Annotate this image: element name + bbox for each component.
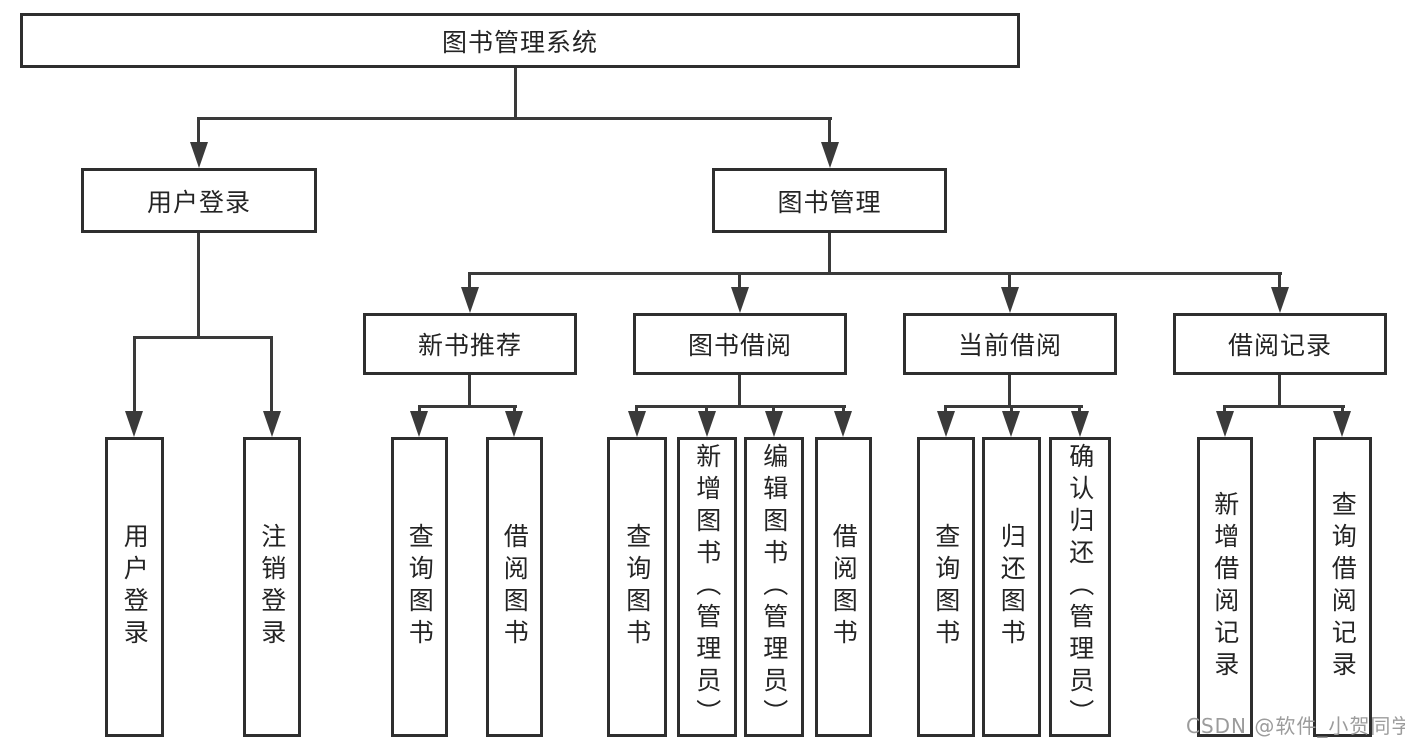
node-label: 借阅记录 xyxy=(1227,331,1332,360)
connector-line xyxy=(1278,375,1281,408)
leaf-borrow-books: 借阅图书 xyxy=(815,437,872,737)
leaf-add-borrow-record: 新增借阅记录 xyxy=(1197,437,1253,737)
arrow-down-icon xyxy=(731,287,749,313)
leaf-logout-login: 注销登录 xyxy=(243,437,301,737)
leaf-label: 归还图书 xyxy=(997,523,1027,651)
leaf-borrow-books-recommend: 借阅图书 xyxy=(486,437,543,737)
connector-line xyxy=(842,405,845,415)
node-label: 当前借阅 xyxy=(957,331,1062,360)
leaf-label: 用户登录 xyxy=(120,523,150,651)
connector-line xyxy=(828,117,831,145)
node-label: 图书借阅 xyxy=(687,331,792,360)
node-book-borrowing: 图书借阅 xyxy=(633,313,847,375)
arrow-down-icon xyxy=(505,411,523,437)
connector-line xyxy=(738,272,741,290)
arrow-down-icon xyxy=(821,142,839,168)
arrow-down-icon xyxy=(834,411,852,437)
arrow-down-icon xyxy=(461,287,479,313)
connector-line xyxy=(468,272,471,290)
connector-line xyxy=(418,405,517,408)
leaf-query-borrow-record: 查询借阅记录 xyxy=(1313,437,1372,737)
connector-line xyxy=(1278,272,1281,290)
connector-line xyxy=(772,405,775,415)
leaf-confirm-return-admin: 确认归还（管理员） xyxy=(1049,437,1111,737)
arrow-down-icon xyxy=(1002,411,1020,437)
arrow-down-icon xyxy=(190,142,208,168)
arrow-down-icon xyxy=(765,411,783,437)
node-label: 用户登录 xyxy=(146,187,251,217)
leaf-label: 注销登录 xyxy=(257,523,287,651)
arrow-down-icon xyxy=(410,411,428,437)
connector-line xyxy=(469,272,1282,275)
arrow-down-icon xyxy=(1333,411,1351,437)
leaf-query-books-current: 查询图书 xyxy=(917,437,975,737)
connector-line xyxy=(197,117,832,120)
node-label: 图书管理系统 xyxy=(441,27,598,57)
connector-line xyxy=(1008,375,1011,408)
leaf-query-books-recommend: 查询图书 xyxy=(391,437,448,737)
connector-line xyxy=(133,336,136,413)
leaf-edit-book-admin: 编辑图书（管理员） xyxy=(744,437,804,737)
leaf-query-books-borrowing: 查询图书 xyxy=(607,437,667,737)
leaf-label: 查询图书 xyxy=(622,523,652,651)
node-label: 图书管理 xyxy=(777,187,882,217)
node-library-management-system: 图书管理系统 xyxy=(20,13,1020,68)
connector-line xyxy=(1223,405,1226,415)
connector-line xyxy=(468,375,471,408)
connector-line xyxy=(1341,405,1344,415)
arrow-down-icon xyxy=(1271,287,1289,313)
connector-line xyxy=(635,405,846,408)
arrow-down-icon xyxy=(628,411,646,437)
connector-line xyxy=(1008,272,1011,290)
leaf-add-book-admin: 新增图书（管理员） xyxy=(677,437,737,737)
connector-line xyxy=(1078,405,1081,415)
leaf-label: 确认归还（管理员） xyxy=(1065,443,1095,731)
node-current-borrowing: 当前借阅 xyxy=(903,313,1117,375)
connector-line xyxy=(513,405,516,415)
arrow-down-icon xyxy=(263,411,281,437)
node-borrowing-records: 借阅记录 xyxy=(1173,313,1387,375)
leaf-label: 借阅图书 xyxy=(500,523,530,651)
connector-line xyxy=(197,117,200,145)
connector-line xyxy=(705,405,708,415)
node-book-management: 图书管理 xyxy=(712,168,947,233)
connector-line xyxy=(133,336,273,339)
leaf-label: 借阅图书 xyxy=(829,523,859,651)
arrow-down-icon xyxy=(937,411,955,437)
connector-line xyxy=(944,405,1083,408)
connector-line xyxy=(270,336,273,413)
arrow-down-icon xyxy=(125,411,143,437)
connector-line xyxy=(738,375,741,408)
leaf-return-books: 归还图书 xyxy=(982,437,1041,737)
arrow-down-icon xyxy=(1071,411,1089,437)
connector-line xyxy=(418,405,421,415)
leaf-label: 查询图书 xyxy=(405,523,435,651)
leaf-label: 新增借阅记录 xyxy=(1210,491,1240,683)
watermark: CSDN @软件_小贺同学 xyxy=(1186,714,1405,738)
connector-line xyxy=(514,68,517,120)
leaf-label: 编辑图书（管理员） xyxy=(759,443,789,731)
leaf-label: 查询图书 xyxy=(931,523,961,651)
node-new-book-recommendation: 新书推荐 xyxy=(363,313,577,375)
connector-line xyxy=(635,405,638,415)
arrow-down-icon xyxy=(1001,287,1019,313)
leaf-user-login: 用户登录 xyxy=(105,437,164,737)
arrow-down-icon xyxy=(1216,411,1234,437)
node-user-login: 用户登录 xyxy=(81,168,317,233)
connector-line xyxy=(1223,405,1345,408)
leaf-label: 查询借阅记录 xyxy=(1328,491,1358,683)
connector-line xyxy=(197,233,200,339)
connector-line xyxy=(1010,405,1013,415)
arrow-down-icon xyxy=(698,411,716,437)
node-label: 新书推荐 xyxy=(417,331,522,360)
connector-line xyxy=(944,405,947,415)
connector-line xyxy=(828,233,831,275)
leaf-label: 新增图书（管理员） xyxy=(692,443,722,731)
